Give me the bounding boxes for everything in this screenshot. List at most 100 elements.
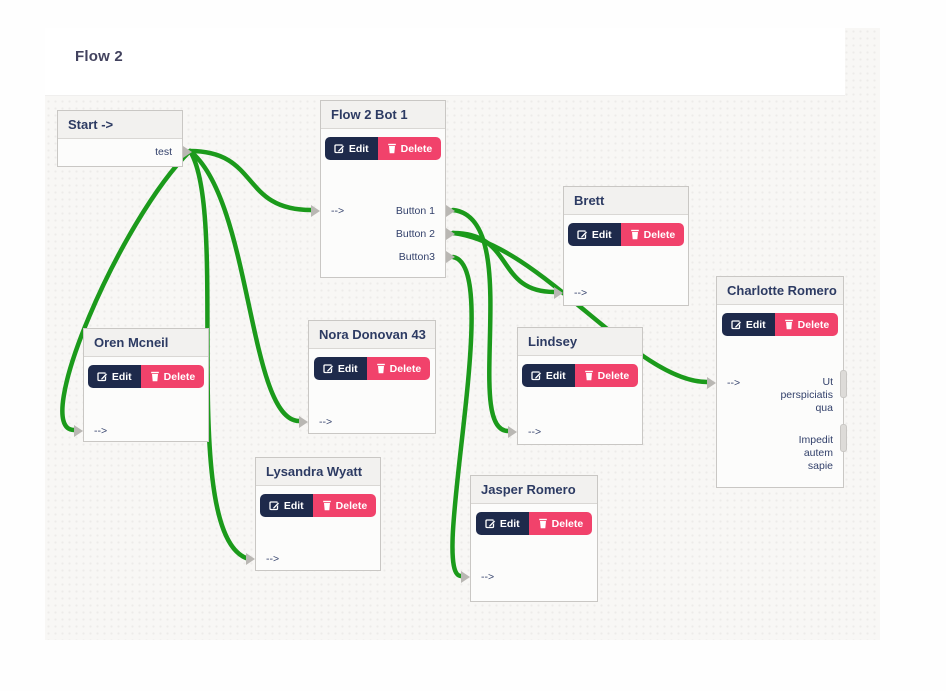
node-oren-actions: Edit Delete	[87, 365, 205, 388]
node-jasper-delete-button[interactable]: Delete	[528, 512, 593, 535]
node-charlotte-title[interactable]: Charlotte Romero	[717, 277, 843, 305]
node-charlotte-delete-button[interactable]: Delete	[774, 313, 839, 336]
trash-icon	[322, 500, 332, 511]
edit-pencil-icon	[485, 518, 496, 529]
port-output-flow2bot1-button-3[interactable]	[446, 251, 455, 263]
port-input-nora-input[interactable]	[299, 416, 308, 428]
node-brett-edit-button[interactable]: Edit	[567, 223, 621, 246]
trash-icon	[584, 370, 594, 381]
port-output-flow2bot1-button-2[interactable]	[446, 228, 455, 240]
port-output-start-test[interactable]	[183, 146, 192, 158]
node-jasper-title[interactable]: Jasper Romero	[471, 476, 597, 504]
delete-button-label: Delete	[797, 318, 830, 331]
trash-icon	[784, 319, 794, 330]
node-brett-title[interactable]: Brett	[564, 187, 688, 215]
node-flow2bot1[interactable]: Flow 2 Bot 1 Edit Delete --> Button 1 Button …	[311, 100, 455, 278]
node-flow2bot1-delete-button[interactable]: Delete	[377, 137, 442, 160]
port-input-jasper-input[interactable]	[461, 571, 470, 583]
trash-icon	[630, 229, 640, 240]
edit-button-label: Edit	[591, 228, 612, 241]
node-start-title[interactable]: Start ->	[58, 111, 182, 139]
trash-icon	[150, 371, 160, 382]
port-input-lindsey-input[interactable]	[508, 426, 517, 438]
node-oren-title[interactable]: Oren Mcneil	[84, 329, 208, 357]
port-label-charlotte-input: -->	[727, 377, 741, 389]
edit-button-label: Edit	[545, 369, 566, 382]
node-flow2bot1-edit-button[interactable]: Edit	[324, 137, 378, 160]
port-input-oren-input[interactable]	[74, 425, 83, 437]
edit-pencil-icon	[531, 370, 542, 381]
node-oren-edit-button[interactable]: Edit	[87, 365, 141, 388]
edit-button-label: Edit	[348, 142, 369, 155]
node-lindsey-delete-button[interactable]: Delete	[574, 364, 639, 387]
delete-button-label: Delete	[643, 228, 676, 241]
node-lindsey-title[interactable]: Lindsey	[518, 328, 642, 356]
edit-button-label: Edit	[283, 499, 304, 512]
port-label-start-test: test	[155, 146, 172, 158]
node-nora-actions: Edit Delete	[313, 357, 431, 380]
edit-pencil-icon	[577, 229, 588, 240]
node-nora-delete-button[interactable]: Delete	[366, 357, 431, 380]
edit-button-label: Edit	[499, 517, 520, 530]
port-input-brett-input[interactable]	[554, 287, 563, 299]
port-label-charlotte-impedit-autem-sapie: Impedit autem sapie	[798, 434, 833, 472]
node-lysandra-title[interactable]: Lysandra Wyatt	[256, 458, 380, 486]
port-input-charlotte-input[interactable]	[707, 377, 716, 389]
delete-button-label: Delete	[400, 142, 433, 155]
delete-button-label: Delete	[389, 362, 422, 375]
flow-header-bar: Flow 2	[45, 28, 845, 96]
port-label-charlotte-ut-perspiciatis-qua: Ut perspiciatis qua	[780, 376, 833, 414]
port-output-charlotte-impedit-autem-sapie[interactable]	[840, 424, 847, 452]
port-label-oren-input: -->	[94, 425, 108, 437]
node-lindsey-actions: Edit Delete	[521, 364, 639, 387]
node-jasper-edit-button[interactable]: Edit	[475, 512, 529, 535]
port-label-lindsey-input: -->	[528, 426, 542, 438]
flow-title: Flow 2	[75, 48, 123, 65]
port-output-charlotte-ut-perspiciatis-qua[interactable]	[840, 370, 847, 398]
node-lysandra-edit-button[interactable]: Edit	[259, 494, 313, 517]
trash-icon	[538, 518, 548, 529]
node-lysandra-actions: Edit Delete	[259, 494, 377, 517]
port-label-flow2bot1-input: -->	[331, 205, 345, 217]
port-label-flow2bot1-button-2: Button 2	[395, 228, 435, 240]
port-input-flow2bot1-input[interactable]	[311, 205, 320, 217]
edit-pencil-icon	[323, 363, 334, 374]
trash-icon	[387, 143, 397, 154]
edit-button-label: Edit	[745, 318, 766, 331]
node-charlotte-edit-button[interactable]: Edit	[721, 313, 775, 336]
edit-pencil-icon	[731, 319, 742, 330]
port-label-jasper-input: -->	[481, 571, 495, 583]
edit-pencil-icon	[97, 371, 108, 382]
node-flow2bot1-actions: Edit Delete	[324, 137, 442, 160]
node-nora-title[interactable]: Nora Donovan 43	[309, 321, 435, 349]
trash-icon	[376, 363, 386, 374]
node-flow2bot1-title[interactable]: Flow 2 Bot 1	[321, 101, 445, 129]
edit-button-label: Edit	[111, 370, 132, 383]
delete-button-label: Delete	[335, 499, 368, 512]
node-nora-edit-button[interactable]: Edit	[313, 357, 367, 380]
delete-button-label: Delete	[597, 369, 630, 382]
port-output-flow2bot1-button-1[interactable]	[446, 205, 455, 217]
port-label-flow2bot1-button-3: Button3	[398, 251, 435, 263]
node-start[interactable]: Start -> test	[57, 110, 192, 167]
delete-button-label: Delete	[163, 370, 196, 383]
port-label-nora-input: -->	[319, 416, 333, 428]
node-nora[interactable]: Nora Donovan 43 Edit Delete -->	[299, 320, 436, 434]
node-brett-actions: Edit Delete	[567, 223, 685, 246]
node-brett-delete-button[interactable]: Delete	[620, 223, 685, 246]
node-charlotte-actions: Edit Delete	[721, 313, 839, 336]
node-oren-delete-button[interactable]: Delete	[140, 365, 205, 388]
node-lysandra-delete-button[interactable]: Delete	[312, 494, 377, 517]
port-label-flow2bot1-button-1: Button 1	[395, 205, 435, 217]
port-input-lysandra-input[interactable]	[246, 553, 255, 565]
delete-button-label: Delete	[551, 517, 584, 530]
node-lindsey-edit-button[interactable]: Edit	[521, 364, 575, 387]
node-jasper-actions: Edit Delete	[475, 512, 593, 535]
